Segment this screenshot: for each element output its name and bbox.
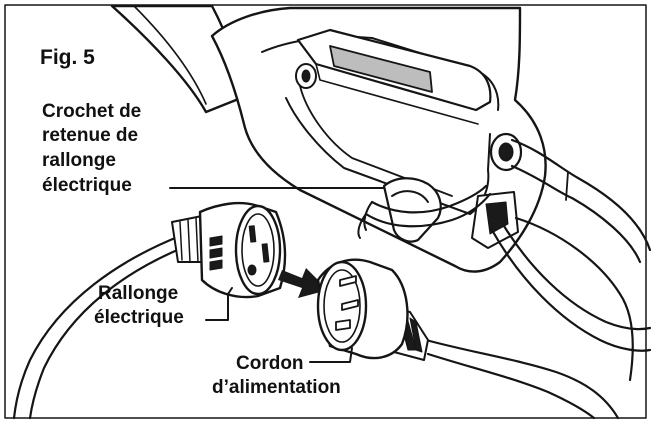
label-extension-cord-line-1: Rallonge <box>98 283 179 304</box>
leader-power-cord <box>309 347 353 363</box>
label-extension-cord-line-2: électrique <box>94 307 184 328</box>
label-hook-line-4: électrique <box>42 175 132 196</box>
label-hook-line-3: rallonge <box>42 150 116 171</box>
tool-handle <box>110 4 651 382</box>
figure-title: Fig. 5 <box>40 46 95 69</box>
leader-lines <box>169 187 385 363</box>
label-power-cord-line-2: d’alimentation <box>212 377 341 398</box>
extension-cord-plug <box>171 201 287 299</box>
leader-extension-cord <box>205 287 233 321</box>
label-power-cord-line-1: Cordon <box>236 353 304 374</box>
cord-retention-hook <box>357 177 492 243</box>
figure-frame <box>4 4 647 419</box>
power-cord-plug <box>316 258 429 361</box>
insert-direction-arrow <box>278 268 328 298</box>
label-hook-line-2: retenue de <box>42 125 139 146</box>
power-cord-cable <box>424 338 620 420</box>
label-hook-line-1: Crochet de <box>42 101 142 122</box>
extension-cord-cable <box>12 234 184 420</box>
